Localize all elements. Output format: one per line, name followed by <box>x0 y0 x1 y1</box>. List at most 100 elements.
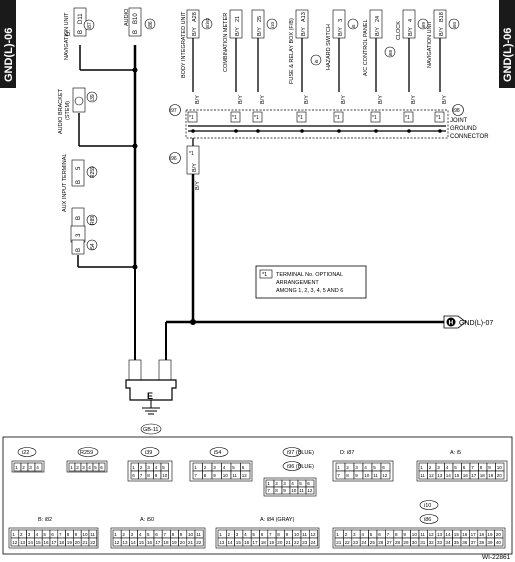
pin-number: 13 <box>219 540 225 545</box>
pin-number: 6 <box>261 532 264 537</box>
svg-text:B: B <box>76 180 82 184</box>
pin-number: 28 <box>395 540 401 545</box>
pin-number: 2 <box>20 532 23 537</box>
pin-number: 1 <box>15 465 18 470</box>
svg-text:B/Y: B/Y <box>192 163 198 172</box>
svg-text:CLOCK: CLOCK <box>396 21 402 40</box>
audio-bracket: i39 AUDIO BRACKET (STEM) <box>58 87 98 134</box>
pin-number: 1 <box>194 465 197 470</box>
right-code-text: GND(L)-06 <box>502 28 514 82</box>
pin-number: 4 <box>291 481 294 486</box>
pin-number: 3 <box>355 465 358 470</box>
pin-number: 21 <box>82 540 88 545</box>
pin-number: 1 <box>420 465 423 470</box>
svg-text:i89: i89 <box>421 21 426 28</box>
pin-number: 6 <box>463 465 466 470</box>
pin-number: 16 <box>43 540 49 545</box>
pin-number: 15 <box>454 473 460 478</box>
svg-text:i97 (BLUE): i97 (BLUE) <box>287 450 314 456</box>
svg-text:i39: i39 <box>90 94 96 101</box>
pin-number: 8 <box>395 532 398 537</box>
svg-text:A: i50: A: i50 <box>140 517 154 523</box>
svg-text:A13: A13 <box>301 12 307 22</box>
pin-number: 19 <box>488 473 494 478</box>
pin-number: 35 <box>454 540 460 545</box>
svg-text:A: i5: A: i5 <box>450 450 461 456</box>
svg-text:B/Y: B/Y <box>238 95 244 104</box>
pin-number: 3 <box>147 465 150 470</box>
pin-number: 4 <box>364 465 367 470</box>
pin-number: 17 <box>51 540 57 545</box>
left-code-tab <box>0 0 16 88</box>
svg-text:B/Y: B/Y <box>195 95 201 104</box>
pin-number: 18 <box>480 473 486 478</box>
svg-text:i39: i39 <box>145 450 152 456</box>
pin-number: 7 <box>387 532 390 537</box>
svg-text:H: H <box>449 320 454 327</box>
svg-text:A: i84 (GRAY): A: i84 (GRAY) <box>260 517 295 523</box>
svg-text:*1: *1 <box>372 115 377 121</box>
pin-number: 10 <box>223 473 229 478</box>
aux-input-terminal: B 5 R259 B 3 B R89 i54 AUX INPUT TERMINA… <box>62 154 98 255</box>
pin-number: 22 <box>294 540 300 545</box>
svg-text:B/Y: B/Y <box>235 27 241 36</box>
svg-text:B/Y: B/Y <box>338 27 344 36</box>
svg-text:B/Y: B/Y <box>304 95 310 104</box>
pin-number: 3 <box>131 532 134 537</box>
pin-number: 12 <box>429 532 435 537</box>
svg-text:*1: *1 <box>298 115 303 121</box>
pin-number: 16 <box>244 540 250 545</box>
pin-number: 13 <box>122 540 128 545</box>
pin-number: 11 <box>420 473 425 478</box>
pin-number: 30 <box>412 540 418 545</box>
svg-text:24: 24 <box>375 16 381 22</box>
svg-text:AMONG 1, 2, 3, 4, 5 AND 6: AMONG 1, 2, 3, 4, 5 AND 6 <box>276 288 343 294</box>
pin-number: 33 <box>437 540 443 545</box>
pin-number: 7 <box>140 473 143 478</box>
svg-text:E: E <box>147 391 153 401</box>
pin-number: 5 <box>299 481 302 486</box>
pin-number: 10 <box>364 473 370 478</box>
svg-text:D11: D11 <box>78 13 84 24</box>
pin-number: 31 <box>420 540 426 545</box>
svg-text:i10: i10 <box>424 503 431 509</box>
pin-number: 1 <box>336 532 339 537</box>
pin-number: 18 <box>163 540 169 545</box>
svg-text:B: B <box>133 30 139 34</box>
pin-number: 4 <box>361 532 364 537</box>
svg-text:AUDIO: AUDIO <box>124 8 130 26</box>
pin-number: 6 <box>51 532 54 537</box>
pin-number: 1 <box>132 465 135 470</box>
svg-text:i86: i86 <box>148 21 154 28</box>
pin-number: 6 <box>100 465 103 470</box>
pin-number: 1 <box>219 532 222 537</box>
pin-number: 2 <box>76 465 79 470</box>
svg-text:CONNECTOR: CONNECTOR <box>450 134 489 140</box>
pin-number: 13 <box>437 473 443 478</box>
pin-number: 21 <box>188 540 194 545</box>
pin-number: 12 <box>12 540 18 545</box>
pin-number: 14 <box>28 540 34 545</box>
pin-number: 2 <box>429 465 432 470</box>
pin-number: 7 <box>59 532 62 537</box>
pin-number: 36 <box>462 540 468 545</box>
pin-number: 11 <box>373 473 378 478</box>
i96-connector: *1 B/Y i96 B/Y <box>169 138 201 322</box>
pin-number: 21 <box>336 540 342 545</box>
pin-number: 4 <box>223 465 226 470</box>
pin-number: 5 <box>147 532 150 537</box>
pin-number: 9 <box>180 532 183 537</box>
pin-number: 19 <box>67 540 73 545</box>
pin-number: 2 <box>228 532 231 537</box>
continuation-label: GND(L)-07 <box>459 320 493 327</box>
svg-text:i5: i5 <box>314 59 319 63</box>
svg-text:HAZARD SWITCH: HAZARD SWITCH <box>326 24 332 70</box>
pin-number: 9 <box>403 532 406 537</box>
pin-number: 1 <box>267 481 270 486</box>
pin-number: 11 <box>420 532 425 537</box>
pin-number: 7 <box>337 473 340 478</box>
svg-text:*1: *1 <box>232 115 237 121</box>
pin-cell <box>305 486 315 495</box>
pin-number: 25 <box>370 540 376 545</box>
pin-number: 12 <box>429 473 435 478</box>
